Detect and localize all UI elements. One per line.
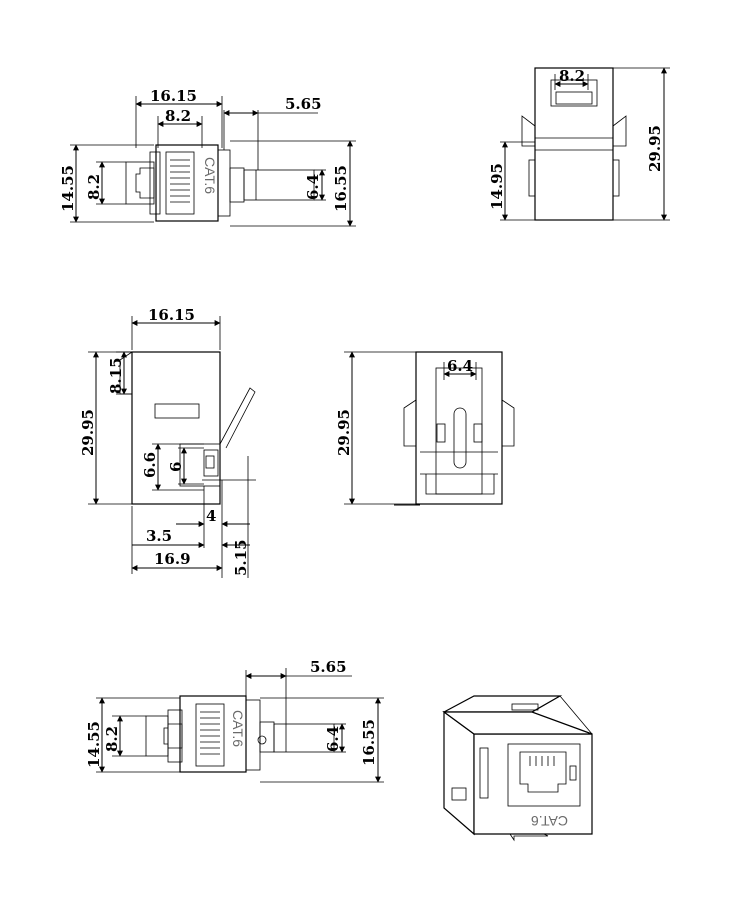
iso-top-slot	[511, 703, 539, 711]
rear-tab-left	[436, 423, 446, 443]
cat6-label-iso: CAT.6	[531, 813, 568, 829]
view-top-right: 8.2 14.95 29.95	[488, 67, 670, 221]
top-plug-outline	[163, 723, 183, 749]
dim-14-55-top: 14.55	[85, 721, 103, 768]
dim-29-95-rear: 29.95	[335, 409, 353, 456]
iso-spring	[509, 833, 549, 842]
dim-5-65: 5.65	[285, 95, 322, 113]
iso-port-frame	[507, 743, 581, 807]
latch-block	[149, 151, 161, 215]
flange	[217, 149, 231, 217]
rear-wing-right	[501, 399, 515, 447]
dim-14-95: 14.95	[488, 163, 506, 210]
cable	[243, 169, 315, 201]
contact-pins	[170, 159, 190, 203]
iso-side-slot	[479, 747, 489, 799]
dim-16-15: 16.15	[150, 87, 197, 105]
side-window	[154, 403, 200, 419]
dim-16-55: 16.55	[332, 165, 350, 212]
top-contact-block	[195, 703, 225, 767]
side-body	[131, 351, 221, 505]
dim-29-95-side: 29.95	[79, 409, 97, 456]
dim-8-15: 8.15	[107, 357, 125, 394]
top-contact-pins	[200, 711, 220, 755]
view-top-left: CAT.6 16.15 8.2 5.65 14.55 8.2	[59, 87, 356, 227]
iso-port	[519, 751, 567, 793]
dim-16-9: 16.9	[154, 550, 191, 568]
wing-left	[521, 115, 536, 147]
cable-collar	[229, 167, 245, 203]
dim-5-15: 5.15	[232, 539, 250, 576]
contact-block	[165, 151, 195, 215]
top-flange	[245, 699, 261, 771]
rear-base	[425, 474, 495, 495]
dim-14-55: 14.55	[59, 165, 77, 212]
rear-slot	[453, 407, 467, 469]
dim-6-6: 6.6	[141, 452, 159, 478]
port-opening	[550, 79, 598, 107]
iso-latch	[451, 787, 467, 801]
dim-8-2-top-view: 8.2	[103, 726, 121, 752]
dim-6-4-top: 6.4	[324, 726, 342, 752]
dim-29-95-front: 29.95	[646, 125, 664, 172]
dim-8-2-front: 8.2	[559, 67, 585, 85]
dim-16-15-side: 16.15	[148, 306, 195, 324]
port-latch	[555, 91, 593, 105]
top-body	[179, 695, 247, 773]
view-bottom-left: CAT.6 5.65 14.55 8.2 6.4 16.55	[85, 658, 384, 783]
top-plug-back	[145, 715, 169, 757]
dim-6-4-rear: 6.4	[447, 357, 473, 375]
cat6-label: CAT.6	[202, 157, 218, 194]
keystone-front	[534, 67, 614, 221]
tab-left	[528, 159, 536, 197]
plug-outline	[135, 167, 155, 199]
iso-top	[443, 695, 563, 713]
iso-port-pins	[529, 756, 555, 766]
cat6-label-top: CAT.6	[230, 710, 246, 747]
dim-6-4: 6.4	[304, 174, 322, 200]
top-cable	[273, 723, 335, 753]
dim-5-65-top: 5.65	[310, 658, 347, 676]
dim-16-55-top: 16.55	[360, 719, 378, 766]
dim-8-2-left: 8.2	[85, 174, 103, 200]
spring-latch	[219, 387, 256, 449]
slot-window	[203, 449, 219, 477]
slot-inner	[205, 455, 215, 469]
top-collar	[259, 721, 275, 753]
dim-8-2-top: 8.2	[165, 107, 191, 125]
wing-right	[612, 115, 627, 147]
dim-3-5: 3.5	[146, 527, 172, 545]
rear-tab-right	[473, 423, 483, 443]
top-pin	[257, 735, 267, 745]
rear-body	[415, 351, 503, 505]
view-middle-right: 6.4 29.95	[335, 351, 515, 506]
dim-6: 6	[167, 462, 185, 472]
dim-4: 4	[206, 507, 216, 525]
iso-tab	[569, 765, 577, 781]
view-isometric: CAT.6	[442, 695, 593, 842]
view-middle-left: 16.15 8.15 29.95 6.6 6 4 3.5	[79, 306, 256, 578]
rear-wing-left	[403, 399, 417, 447]
tab-right	[612, 159, 620, 197]
